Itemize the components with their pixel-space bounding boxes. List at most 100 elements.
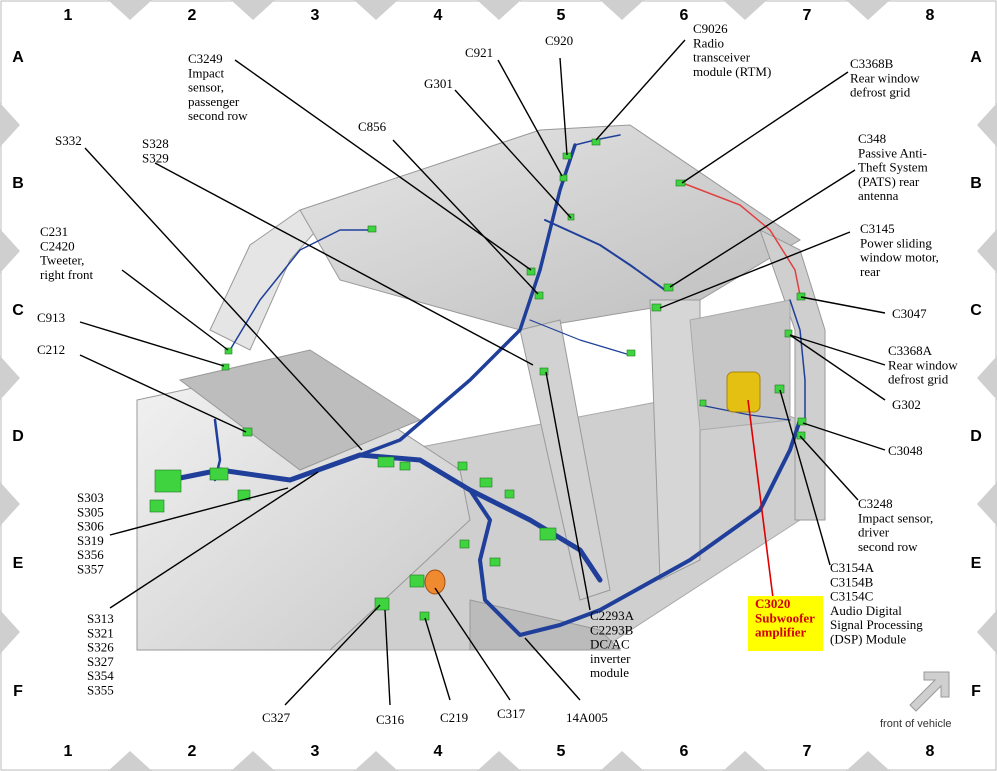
label-s313-line: S355 <box>87 683 114 698</box>
label-c3020-line: Subwoofer <box>755 610 815 625</box>
label-c3249-line: passenger <box>188 94 240 109</box>
label-c219: C219 <box>440 710 468 725</box>
label-c3249-line: Impact <box>188 65 224 80</box>
front-of-vehicle-indicator: front of vehicle <box>880 671 952 730</box>
label-c3048: C3048 <box>888 443 923 458</box>
label-c3048-line: C3048 <box>888 443 923 458</box>
grid-column-3-top: 3 <box>311 7 320 24</box>
chevron-down-0 <box>108 0 152 20</box>
label-g302-line: G302 <box>892 397 921 412</box>
grid-column-1-bottom: 1 <box>64 743 73 760</box>
label-c2293-line: inverter <box>590 651 631 666</box>
grid-row-C-right: C <box>970 302 982 319</box>
chevron-down-6 <box>846 0 890 20</box>
label-s332: S332 <box>55 133 82 148</box>
label-c2293-line: C2293A <box>590 608 635 623</box>
front-arrow-icon <box>909 671 950 712</box>
chevron-left-1 <box>977 229 997 273</box>
chevron-up-3 <box>477 751 521 771</box>
front-of-vehicle-label: front of vehicle <box>880 718 952 730</box>
label-c231-line: Tweeter, <box>40 253 84 268</box>
chevron-up-6 <box>846 751 890 771</box>
label-c317-line: C317 <box>497 706 526 721</box>
label-s313-line: S354 <box>87 668 114 683</box>
label-s313-line: S313 <box>87 611 114 626</box>
c317-module <box>424 569 446 595</box>
grid-column-2-top: 2 <box>188 7 197 24</box>
label-c231-line: C231 <box>40 224 68 239</box>
label-c316-line: C316 <box>376 712 405 727</box>
label-g301: G301 <box>424 76 453 91</box>
chevron-right-2 <box>0 356 20 400</box>
label-c3368a-line: Rear window <box>888 357 958 372</box>
grid-column-6-top: 6 <box>680 7 689 24</box>
chevron-down-4 <box>600 0 644 20</box>
label-c231-line: right front <box>40 267 93 282</box>
subwoofer-amplifier <box>726 371 761 413</box>
label-c3145-line: window motor, <box>860 250 939 265</box>
label-c921: C921 <box>465 45 493 60</box>
label-c316: C316 <box>376 712 405 727</box>
label-c3145-line: C3145 <box>860 221 895 236</box>
chevron-right-1 <box>0 229 20 273</box>
label-c921-line: C921 <box>465 45 493 60</box>
chevron-right-3 <box>0 482 20 526</box>
connectors <box>149 138 807 621</box>
label-s303-line: S306 <box>77 519 104 534</box>
label-c317: C317 <box>497 706 526 721</box>
label-g301-line: G301 <box>424 76 453 91</box>
label-s303-line: S356 <box>77 547 104 562</box>
chevron-down-5 <box>723 0 767 20</box>
label-c231-line: C2420 <box>40 238 75 253</box>
label-c348-line: antenna <box>858 188 899 203</box>
leader-lines <box>79 39 886 706</box>
grid-row-B-left: B <box>12 175 24 192</box>
label-s303-line: S303 <box>77 490 104 505</box>
label-c9026-line: C9026 <box>693 21 728 36</box>
grid-row-A-right: A <box>970 49 982 66</box>
label-c3154-line: C3154C <box>830 589 873 604</box>
grid-column-4-bottom: 4 <box>434 743 443 760</box>
label-c212-line: C212 <box>37 342 65 357</box>
grid-row-D-left: D <box>12 428 24 445</box>
chevron-up-5 <box>723 751 767 771</box>
label-c3020-line: C3020 <box>755 596 790 611</box>
grid-column-6-bottom: 6 <box>680 743 689 760</box>
grid-row-D-right: D <box>970 428 982 445</box>
grid-row-B-right: B <box>970 175 982 192</box>
label-c3154-line: (DSP) Module <box>830 632 906 647</box>
grid-row-E-left: E <box>13 555 24 572</box>
chevron-down-3 <box>477 0 521 20</box>
label-c2293-line: DC/AC <box>590 637 630 652</box>
grid-row-E-right: E <box>971 555 982 572</box>
label-c920-line: C920 <box>545 33 573 48</box>
label-s328-line: S329 <box>142 150 169 165</box>
label-c3248-line: second row <box>858 539 918 554</box>
label-c212: C212 <box>37 342 65 357</box>
label-c3249-line: sensor, <box>188 80 224 95</box>
label-c3154-line: C3154A <box>830 560 875 575</box>
grid-column-5-bottom: 5 <box>557 743 566 760</box>
label-c348-line: C348 <box>858 131 886 146</box>
chevron-down-2 <box>354 0 398 20</box>
grid-column-7-bottom: 7 <box>803 743 812 760</box>
grid-column-2-bottom: 2 <box>188 743 197 760</box>
label-c3047: C3047 <box>892 306 927 321</box>
chevron-up-2 <box>354 751 398 771</box>
chevron-up-0 <box>108 751 152 771</box>
label-c9026-line: module (RTM) <box>693 64 771 79</box>
label-s313-line: S321 <box>87 625 114 640</box>
label-c348-line: Passive Anti- <box>858 145 927 160</box>
grid-column-8-top: 8 <box>926 7 935 24</box>
c3020-highlight <box>748 596 823 651</box>
label-c3368a-line: defrost grid <box>888 372 949 387</box>
label-c3248-line: Impact sensor, <box>858 510 933 525</box>
grid-column-4-top: 4 <box>434 7 443 24</box>
chevron-left-4 <box>977 610 997 654</box>
